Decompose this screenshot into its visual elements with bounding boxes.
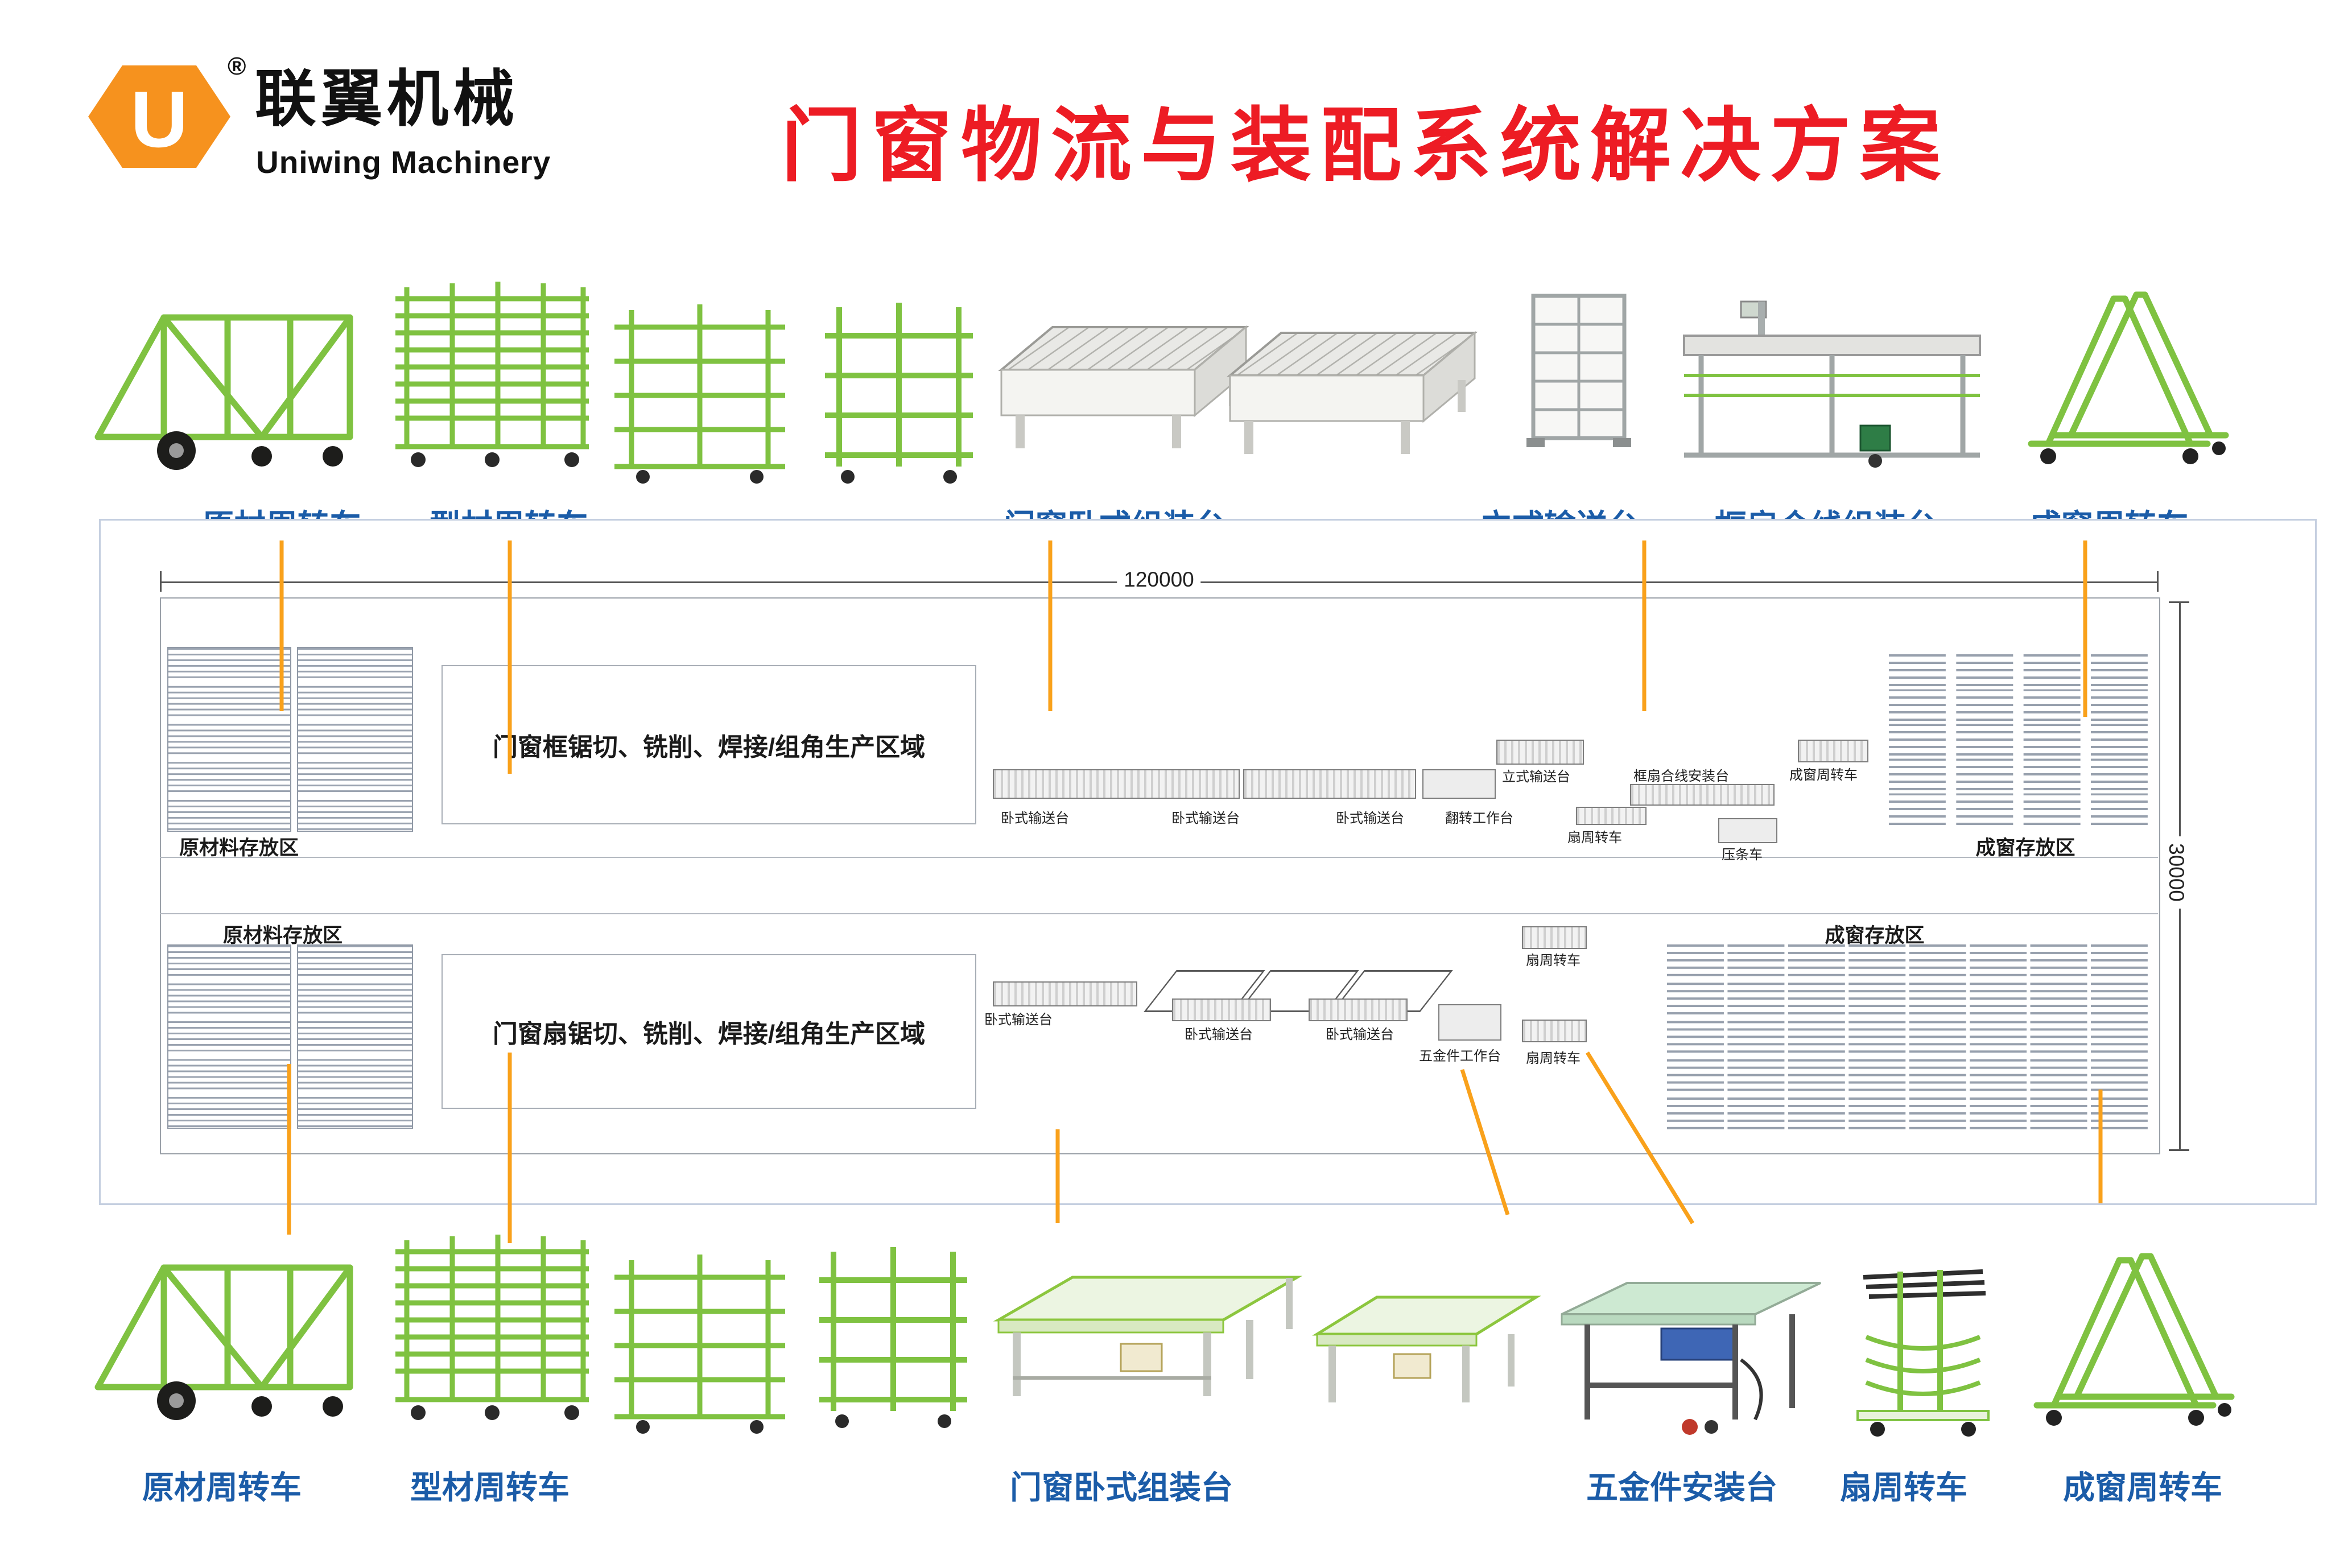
equipment-shelf-rack-bottom: [808, 1240, 979, 1428]
row2-conveyor-1: [993, 981, 1137, 1006]
row2-production-area-label: 门窗扇锯切、铣削、焊接/组角生产区域: [492, 1020, 926, 1048]
row1-raw-storage-label: 原材料存放区: [179, 837, 299, 859]
equipment-finished-window-cart-bottom: [2014, 1235, 2236, 1434]
row2-finished-storage-label: 成窗存放区: [1825, 925, 1925, 947]
row2-conveyor-3: [1309, 998, 1408, 1021]
brand-name-cn: 联翼机械: [255, 64, 519, 133]
row2-conveyor-2: [1172, 998, 1271, 1021]
row2-label-sash-cart-2: 扇周转车: [1526, 1051, 1581, 1066]
svg-text:U: U: [130, 75, 188, 164]
row1-production-area-box: 门窗框锯切、铣削、焊接/组角生产区域: [441, 665, 976, 824]
row1-conveyor-2: [1243, 769, 1416, 799]
row1-bead-cart-symbol: [1718, 818, 1777, 843]
bottom-label-horizontal-assembly: 门窗卧式组装台: [1010, 1470, 1233, 1505]
bottom-label-profile-cart: 型材周转车: [410, 1470, 570, 1505]
row1-raw-storage-rack-a: [167, 647, 291, 832]
row2-label-horiz-conveyor-2: 卧式输送台: [1185, 1027, 1253, 1042]
equipment-raw-material-cart-bottom: [91, 1235, 358, 1428]
row1-label-frame-sash-line: 框扇合线安装台: [1633, 769, 1729, 784]
row1-sash-cart-symbol: [1576, 807, 1647, 825]
row1-vertical-conveyor-symbol: [1496, 740, 1584, 765]
equipment-assembly-table-long-bottom: [979, 1246, 1309, 1422]
registered-mark: ®: [228, 52, 246, 80]
dimension-tick-bottom: [2169, 1149, 2189, 1151]
equipment-assembly-table-short-bottom: [1303, 1269, 1548, 1422]
bottom-label-raw-material-cart: 原材周转车: [142, 1470, 302, 1505]
dimension-tick-right: [2157, 571, 2159, 592]
company-logo-icon: U: [85, 57, 233, 176]
bottom-label-hardware-install: 五金件安装台: [1586, 1470, 1777, 1505]
equipment-sash-cart-bottom: [1832, 1246, 2014, 1439]
row2-raw-storage-label: 原材料存放区: [222, 925, 343, 947]
row1-label-bead-cart: 压条车: [1722, 847, 1763, 863]
equipment-profile-rack-bottom: [387, 1223, 597, 1428]
corridor-line-bottom: [160, 913, 2158, 914]
row1-finished-cart-symbol: [1798, 740, 1868, 762]
dimension-tick-left: [160, 571, 162, 592]
row2-label-hardware-worktable: 五金件工作台: [1419, 1049, 1501, 1064]
bottom-label-sash-cart: 扇周转车: [1840, 1470, 1967, 1505]
equipment-hardware-install-table-bottom: [1548, 1246, 1832, 1439]
row1-raw-storage-rack-b: [297, 647, 413, 832]
row1-production-area-label: 门窗框锯切、铣削、焊接/组角生产区域: [492, 733, 926, 761]
row1-frame-sash-line-symbol: [1630, 784, 1775, 806]
row2-raw-storage-rack-a: [167, 944, 291, 1129]
row2-production-area-box: 门窗扇锯切、铣削、焊接/组角生产区域: [441, 954, 976, 1109]
row1-label-horiz-conveyor-2: 卧式输送台: [1171, 811, 1240, 826]
row2-finished-storage-grid: [1667, 944, 2148, 1129]
row2-label-sash-cart-1: 扇周转车: [1526, 953, 1581, 968]
row1-finished-storage-grid: [1889, 654, 2148, 825]
row1-label-sash-cart: 扇周转车: [1567, 830, 1622, 845]
equipment-vertical-conveyor-top: [1508, 279, 1650, 472]
equipment-frame-sash-assembly-top: [1673, 284, 1991, 478]
equipment-profile-rack-top: [387, 273, 597, 472]
equipment-roller-assembly-table-top: [990, 284, 1479, 478]
row1-conveyor-1: [993, 769, 1240, 799]
row1-label-finished-cart: 成窗周转车: [1789, 768, 1858, 783]
row2-sash-cart-symbol-2: [1522, 1020, 1587, 1042]
equipment-finished-window-cart-top: [2008, 273, 2230, 472]
row1-flip-worktable-symbol: [1422, 769, 1496, 799]
row1-label-horiz-conveyor-1: 卧式输送台: [1001, 811, 1069, 826]
equipment-open-rack-bottom: [603, 1246, 797, 1434]
row2-label-horiz-conveyor-3: 卧式输送台: [1326, 1027, 1394, 1042]
row1-label-vertical-conveyor: 立式输送台: [1502, 769, 1570, 785]
bottom-label-finished-window-cart: 成窗周转车: [2063, 1470, 2222, 1505]
dimension-width-value: 120000: [1117, 568, 1201, 592]
corridor-line-top: [160, 857, 2158, 858]
page-title: 门窗物流与装配系统解决方案: [781, 101, 1950, 191]
row2-hardware-worktable-symbol: [1438, 1004, 1501, 1041]
equipment-raw-material-cart-top: [91, 284, 358, 478]
row2-raw-storage-rack-b: [297, 944, 413, 1129]
row1-label-flip-worktable: 翻转工作台: [1445, 811, 1513, 826]
equipment-shelf-rack-top: [814, 296, 984, 484]
row2-sash-cart-symbol-1: [1522, 926, 1587, 949]
row2-label-horiz-conveyor-1: 卧式输送台: [984, 1012, 1053, 1028]
row1-finished-storage-label: 成窗存放区: [1975, 837, 2075, 859]
equipment-open-rack-top: [603, 296, 797, 484]
brand-name-en: Uniwing Machinery: [256, 145, 551, 180]
dimension-tick-top: [2169, 601, 2189, 603]
dimension-height-value: 30000: [2164, 836, 2188, 909]
row1-label-horiz-conveyor-3: 卧式输送台: [1336, 811, 1404, 826]
